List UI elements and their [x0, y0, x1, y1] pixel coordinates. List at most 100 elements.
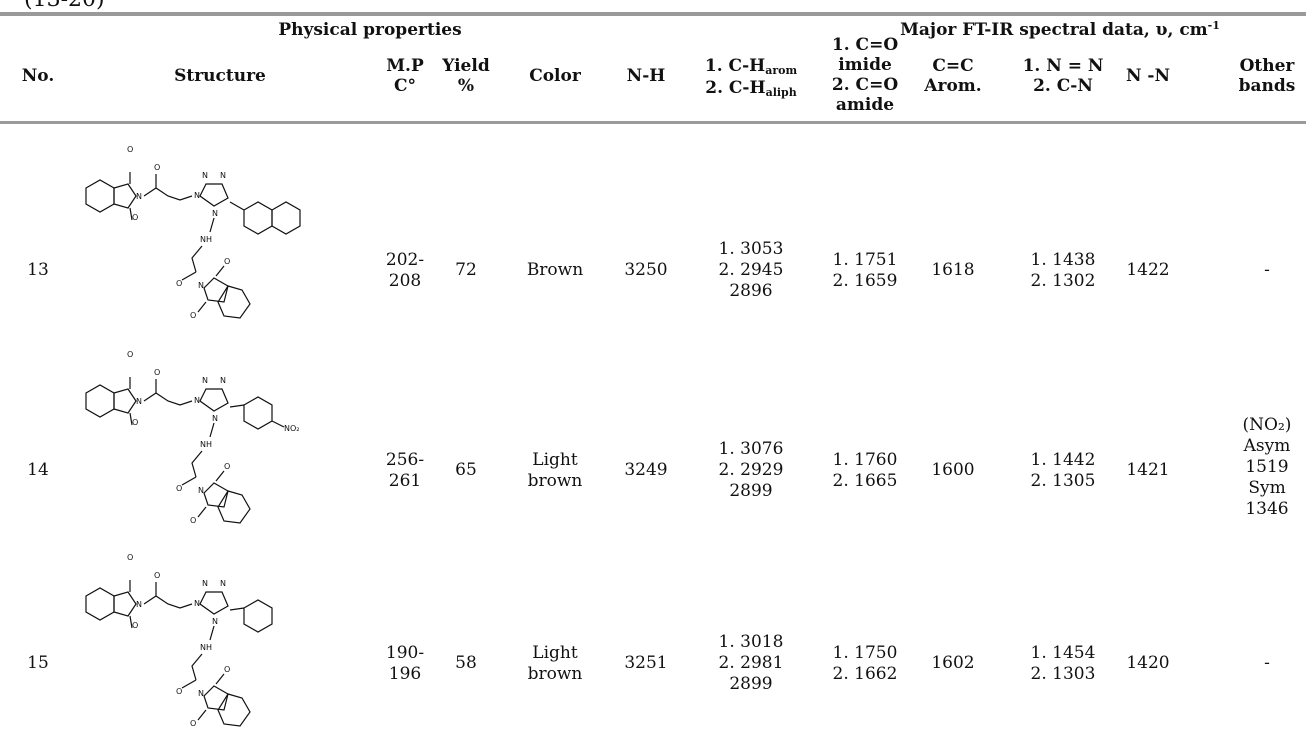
row-mp: 202-208 [385, 250, 425, 291]
header-no: No. [21, 66, 55, 86]
svg-text:O: O [190, 516, 196, 525]
row-n-n: 1420 [1126, 653, 1170, 673]
row-n-n: 1422 [1126, 260, 1170, 280]
svg-text:N: N [202, 171, 208, 180]
svg-text:N: N [198, 486, 204, 495]
header-ftir-unit-sup: -1 [1207, 19, 1220, 32]
row-nh: 3250 [624, 260, 668, 280]
svg-text:O: O [224, 665, 230, 674]
svg-text:O: O [127, 350, 133, 359]
svg-text:N: N [212, 617, 218, 626]
header-bottom-rule [0, 121, 1306, 124]
header-yield-line2: % [457, 76, 475, 96]
header-ftir-text: Major FT-IR spectral data, υ, cm [900, 20, 1208, 40]
row-n-n: 1421 [1126, 460, 1170, 480]
header-color: Color [529, 66, 581, 86]
header-cc: C=C Arom. [918, 56, 988, 96]
header-ftir-data: Major FT-IR spectral data, υ, cm-1 [850, 19, 1270, 42]
svg-text:O: O [176, 687, 182, 696]
svg-text:O: O [127, 553, 133, 562]
header-nn-line1: 1. N = N [1022, 56, 1104, 76]
header-structure: Structure [174, 66, 266, 86]
svg-text:N: N [194, 599, 200, 608]
row-nh: 3251 [624, 653, 668, 673]
header-co-line1: 1. C=O [831, 35, 899, 55]
header-physical-properties: Physical properties [278, 20, 462, 40]
header-co: 1. C=O imide 2. C=O amide [830, 35, 900, 115]
caption-fragment: (13-20) [24, 0, 105, 12]
header-co-line2: imide [838, 55, 892, 75]
row-cc: 1602 [931, 653, 975, 673]
row-cc: 1618 [931, 260, 975, 280]
svg-text:NH: NH [200, 235, 212, 244]
header-nn: 1. N = N 2. C-N [1018, 56, 1108, 96]
header-yield-line1: Yield [442, 56, 490, 76]
table-top-rule [0, 12, 1306, 16]
svg-text:O: O [132, 621, 138, 630]
svg-text:N: N [194, 191, 200, 200]
header-nh: N-H [626, 66, 666, 86]
svg-text:O: O [132, 418, 138, 427]
header-cc-line2: Arom. [924, 76, 982, 96]
svg-text:N: N [212, 414, 218, 423]
header-cc-line1: C=C [932, 56, 974, 76]
svg-text:O: O [154, 571, 160, 580]
row-other: - [1264, 260, 1270, 280]
svg-text:O: O [190, 719, 196, 728]
row-nh: 3249 [624, 460, 668, 480]
header-co-line4: amide [835, 95, 895, 115]
header-mp-line2: C° [393, 76, 417, 96]
header-other-line1: Other [1239, 56, 1295, 76]
svg-text:N: N [136, 600, 142, 609]
header-ch-line2: 2. C-Haliph [705, 78, 797, 99]
header-other-line2: bands [1238, 76, 1296, 96]
row-cc: 1600 [931, 460, 975, 480]
header-other: Other bands [1232, 56, 1302, 96]
row-no: 15 [27, 653, 49, 673]
svg-text:N: N [220, 171, 226, 180]
svg-text:O: O [224, 462, 230, 471]
svg-text:O: O [224, 257, 230, 266]
header-mp: M.P C° [378, 56, 432, 96]
svg-text:N: N [202, 579, 208, 588]
row-no: 14 [27, 460, 49, 480]
header-co-line3: 2. C=O [831, 75, 899, 95]
svg-text:N: N [198, 689, 204, 698]
svg-text:N: N [212, 209, 218, 218]
svg-text:NO₂: NO₂ [284, 424, 300, 433]
header-ch-line1: 1. C-Harom [704, 56, 798, 77]
svg-text:N: N [202, 376, 208, 385]
svg-text:O: O [127, 145, 133, 154]
header-yield: Yield % [436, 56, 496, 96]
header-nn-line2: 2. C-N [1033, 76, 1093, 96]
row-mp: 256-261 [385, 450, 425, 491]
svg-text:O: O [190, 311, 196, 320]
svg-text:NH: NH [200, 440, 212, 449]
svg-text:O: O [132, 213, 138, 222]
svg-text:N: N [136, 192, 142, 201]
header-n-n: N -N [1125, 66, 1171, 86]
row-mp: 190-196 [385, 643, 425, 684]
svg-text:N: N [220, 579, 226, 588]
svg-text:N: N [198, 281, 204, 290]
svg-text:N: N [220, 376, 226, 385]
svg-text:O: O [176, 279, 182, 288]
row-yield: 58 [455, 653, 477, 673]
